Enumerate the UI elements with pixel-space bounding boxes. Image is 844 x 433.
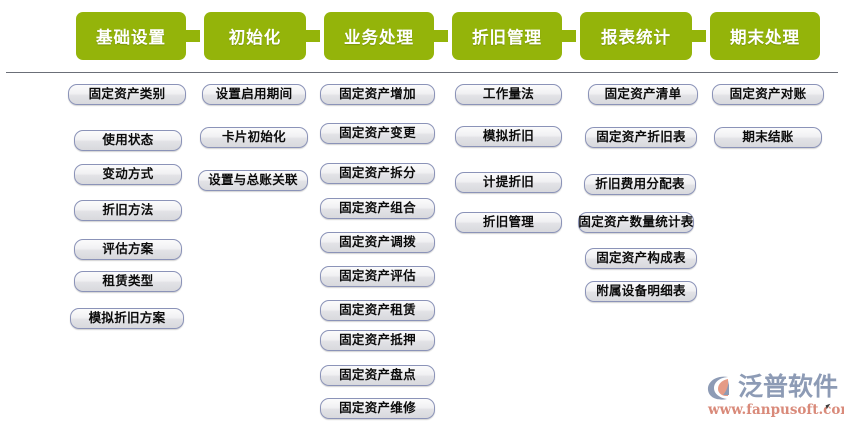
menu-button-label: 固定资产评估 bbox=[339, 268, 416, 284]
menu-button-label: 租赁类型 bbox=[102, 273, 154, 289]
menu-button-report-statistics-5[interactable]: 固定资产构成表 bbox=[585, 248, 697, 269]
menu-button-depreciation-management-2[interactable]: 模拟折旧 bbox=[455, 126, 562, 147]
header-box-label: 业务处理 bbox=[344, 28, 414, 47]
menu-button-depreciation-management-4[interactable]: 折旧管理 bbox=[455, 212, 562, 233]
header-box-label: 基础设置 bbox=[96, 28, 166, 47]
menu-button-label: 卡片初始化 bbox=[221, 129, 286, 145]
menu-button-label: 固定资产变更 bbox=[339, 125, 416, 141]
header-connector-4 bbox=[562, 30, 576, 42]
brand-logo: 泛普软件 www.fanpusoft.com bbox=[706, 372, 844, 424]
menu-button-label: 固定资产类别 bbox=[88, 86, 166, 102]
menu-button-initialization-3[interactable]: 设置与总账关联 bbox=[198, 170, 308, 191]
menu-button-label: 附属设备明细表 bbox=[596, 283, 686, 299]
menu-button-label: 固定资产抵押 bbox=[339, 332, 416, 348]
menu-button-label: 折旧管理 bbox=[482, 214, 535, 230]
header-box-5[interactable]: 报表统计 bbox=[580, 12, 692, 60]
menu-button-basic-settings-3[interactable]: 变动方式 bbox=[74, 164, 182, 185]
menu-button-label: 使用状态 bbox=[102, 132, 154, 148]
menu-button-label: 模拟折旧 bbox=[482, 128, 535, 144]
menu-button-label: 期末结账 bbox=[742, 129, 794, 145]
menu-button-report-statistics-2[interactable]: 固定资产折旧表 bbox=[585, 127, 697, 148]
menu-button-business-processing-8[interactable]: 固定资产抵押 bbox=[320, 330, 435, 351]
menu-button-label: 固定资产组合 bbox=[339, 200, 416, 216]
menu-button-business-processing-4[interactable]: 固定资产组合 bbox=[320, 198, 435, 219]
menu-button-label: 固定资产拆分 bbox=[339, 165, 416, 181]
menu-button-label: 固定资产对账 bbox=[729, 86, 807, 102]
header-box-6[interactable]: 期末处理 bbox=[710, 12, 820, 60]
header-box-1[interactable]: 基础设置 bbox=[76, 12, 186, 60]
header-box-4[interactable]: 折旧管理 bbox=[452, 12, 562, 60]
header-connector-2 bbox=[306, 30, 320, 42]
menu-button-depreciation-management-1[interactable]: 工作量法 bbox=[455, 84, 562, 105]
menu-button-label: 折旧费用分配表 bbox=[595, 176, 685, 192]
menu-button-label: 变动方式 bbox=[102, 166, 154, 182]
menu-button-business-processing-9[interactable]: 固定资产盘点 bbox=[320, 365, 435, 386]
menu-button-label: 固定资产数量统计表 bbox=[578, 214, 694, 230]
menu-button-basic-settings-6[interactable]: 租赁类型 bbox=[74, 271, 182, 292]
logo-wordmark: 泛普软件 bbox=[738, 372, 839, 401]
menu-button-label: 固定资产维修 bbox=[339, 400, 416, 416]
menu-button-basic-settings-7[interactable]: 模拟折旧方案 bbox=[70, 308, 184, 329]
menu-button-business-processing-7[interactable]: 固定资产租赁 bbox=[320, 300, 435, 321]
header-box-label: 报表统计 bbox=[601, 28, 671, 47]
fanpu-logo-icon bbox=[707, 376, 729, 400]
menu-button-label: 固定资产调拨 bbox=[339, 234, 416, 250]
menu-button-report-statistics-1[interactable]: 固定资产清单 bbox=[588, 84, 698, 105]
menu-button-depreciation-management-3[interactable]: 计提折旧 bbox=[455, 172, 562, 193]
menu-button-business-processing-6[interactable]: 固定资产评估 bbox=[320, 266, 435, 287]
header-connector-3 bbox=[434, 30, 448, 42]
menu-button-label: 工作量法 bbox=[482, 86, 535, 102]
menu-button-basic-settings-5[interactable]: 评估方案 bbox=[74, 239, 182, 260]
menu-button-business-processing-5[interactable]: 固定资产调拨 bbox=[320, 232, 435, 253]
menu-button-report-statistics-7[interactable]: 附属设备明细表 bbox=[585, 281, 697, 302]
menu-button-label: 固定资产清单 bbox=[604, 86, 682, 102]
menu-button-label: 计提折旧 bbox=[482, 174, 535, 190]
header-divider bbox=[6, 72, 838, 73]
process-header-band: 基础设置 初始化 业务处理 折旧管理 报表统计 期末处理 bbox=[0, 12, 844, 64]
header-box-label: 期末处理 bbox=[730, 28, 800, 47]
menu-button-initialization-2[interactable]: 卡片初始化 bbox=[200, 127, 308, 148]
menu-button-business-processing-1[interactable]: 固定资产增加 bbox=[320, 84, 435, 105]
header-box-3[interactable]: 业务处理 bbox=[324, 12, 434, 60]
header-connector-5 bbox=[692, 30, 706, 42]
menu-button-label: 模拟折旧方案 bbox=[88, 310, 166, 326]
header-connector-1 bbox=[186, 30, 200, 42]
menu-button-label: 评估方案 bbox=[102, 241, 154, 257]
logo-url: www.fanpusoft.com bbox=[708, 402, 844, 418]
header-box-2[interactable]: 初始化 bbox=[204, 12, 306, 60]
menu-button-label: 固定资产租赁 bbox=[339, 302, 416, 318]
menu-button-basic-settings-4[interactable]: 折旧方法 bbox=[74, 200, 182, 221]
menu-button-label: 固定资产增加 bbox=[339, 86, 416, 102]
menu-button-initialization-1[interactable]: 设置启用期间 bbox=[202, 84, 306, 105]
menu-button-business-processing-3[interactable]: 固定资产拆分 bbox=[320, 163, 435, 184]
menu-button-basic-settings-2[interactable]: 使用状态 bbox=[74, 130, 182, 151]
menu-button-label: 固定资产构成表 bbox=[596, 250, 686, 266]
menu-button-basic-settings-1[interactable]: 固定资产类别 bbox=[68, 84, 186, 105]
header-box-label: 初始化 bbox=[228, 28, 282, 47]
menu-button-label: 设置启用期间 bbox=[215, 86, 293, 102]
menu-button-period-end-processing-1[interactable]: 固定资产对账 bbox=[712, 84, 824, 105]
menu-button-label: 折旧方法 bbox=[102, 202, 154, 218]
menu-button-business-processing-2[interactable]: 固定资产变更 bbox=[320, 123, 435, 144]
menu-button-label: 固定资产盘点 bbox=[339, 367, 416, 383]
menu-button-period-end-processing-2[interactable]: 期末结账 bbox=[714, 127, 822, 148]
menu-button-label: 固定资产折旧表 bbox=[596, 129, 686, 145]
header-box-label: 折旧管理 bbox=[472, 28, 542, 47]
menu-button-label: 设置与总账关联 bbox=[208, 172, 298, 188]
menu-button-business-processing-10[interactable]: 固定资产维修 bbox=[320, 398, 435, 419]
menu-button-report-statistics-4[interactable]: 固定资产数量统计表 bbox=[578, 212, 694, 233]
menu-button-report-statistics-3[interactable]: 折旧费用分配表 bbox=[584, 174, 696, 195]
